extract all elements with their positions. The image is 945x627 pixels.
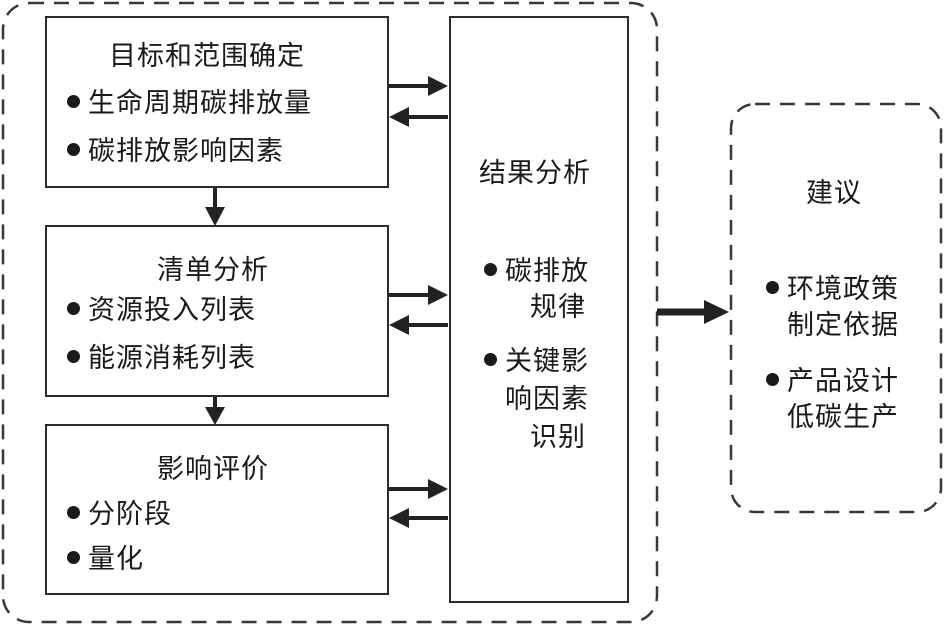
stage-inventory-item: 能源消耗列表 bbox=[67, 345, 256, 372]
results-analysis-box: 结果分析 碳排放 规律 关键影 响因素 识别 bbox=[449, 16, 629, 603]
stage-goal-scope-item: 生命周期碳排放量 bbox=[67, 90, 312, 117]
bullet-icon bbox=[67, 302, 80, 315]
arrow-stage1-to-results bbox=[388, 76, 448, 96]
stage-inventory-item: 资源投入列表 bbox=[67, 297, 256, 324]
item-text: 资源投入列表 bbox=[88, 295, 256, 326]
results-item-key-factors-cont: 识别 bbox=[530, 422, 586, 453]
arrow-to-suggestions bbox=[657, 300, 729, 324]
bullet-icon bbox=[67, 551, 80, 564]
bullet-icon bbox=[766, 373, 779, 386]
bullet-icon bbox=[67, 350, 80, 363]
stage-impact-box: 影响评价 分阶段 量化 bbox=[45, 424, 389, 595]
stage-impact-item: 量化 bbox=[67, 546, 144, 573]
results-analysis-title: 结果分析 bbox=[479, 158, 591, 189]
arrow-stage3-to-results bbox=[388, 479, 448, 499]
suggestion-box-border bbox=[729, 102, 943, 514]
item-text-line: 碳排放 bbox=[505, 256, 589, 287]
bullet-icon bbox=[67, 143, 80, 156]
bullet-icon bbox=[484, 263, 497, 276]
item-text: 碳排放影响因素 bbox=[88, 136, 284, 167]
item-text: 生命周期碳排放量 bbox=[88, 88, 312, 119]
suggestion-item-policy-cont: 制定依据 bbox=[787, 310, 899, 341]
suggestion-item-design: 产品设计 bbox=[766, 368, 899, 395]
arrow-results-to-stage2 bbox=[389, 315, 448, 335]
item-text: 量化 bbox=[88, 544, 144, 575]
suggestion-item-design-cont: 低碳生产 bbox=[787, 402, 899, 433]
results-item-carbon-pattern-cont: 规律 bbox=[530, 292, 586, 323]
results-item-carbon-pattern: 碳排放 bbox=[484, 258, 589, 285]
suggestions-box: 建议 环境政策 制定依据 产品设计 低碳生产 bbox=[731, 104, 941, 512]
arrow-results-to-stage1 bbox=[389, 107, 448, 127]
stage-goal-scope-item: 碳排放影响因素 bbox=[67, 138, 284, 165]
item-text-line: 环境政策 bbox=[787, 274, 899, 305]
arrow-stage2-to-results bbox=[388, 285, 448, 305]
arrow-stage2-to-stage3 bbox=[205, 397, 225, 425]
suggestion-item-policy: 环境政策 bbox=[766, 276, 899, 303]
bullet-icon bbox=[484, 353, 497, 366]
stage-inventory-title: 清单分析 bbox=[157, 255, 269, 286]
stage-impact-title: 影响评价 bbox=[157, 454, 269, 485]
results-item-key-factors: 关键影 bbox=[484, 348, 589, 375]
stage-goal-scope-title: 目标和范围确定 bbox=[109, 41, 305, 72]
arrow-results-to-stage3 bbox=[389, 508, 448, 528]
item-text-line: 关键影 bbox=[505, 346, 589, 377]
item-text-line: 产品设计 bbox=[787, 366, 899, 397]
item-text: 能源消耗列表 bbox=[88, 343, 256, 374]
results-item-key-factors-cont: 响因素 bbox=[505, 384, 589, 415]
suggestions-title: 建议 bbox=[806, 178, 862, 209]
stage-impact-item: 分阶段 bbox=[67, 501, 172, 528]
bullet-icon bbox=[67, 506, 80, 519]
bullet-icon bbox=[766, 281, 779, 294]
stage-goal-scope-box: 目标和范围确定 生命周期碳排放量 碳排放影响因素 bbox=[45, 16, 389, 188]
arrow-stage1-to-stage2 bbox=[205, 187, 225, 226]
stage-inventory-box: 清单分析 资源投入列表 能源消耗列表 bbox=[45, 225, 389, 397]
item-text: 分阶段 bbox=[88, 499, 172, 530]
bullet-icon bbox=[67, 95, 80, 108]
